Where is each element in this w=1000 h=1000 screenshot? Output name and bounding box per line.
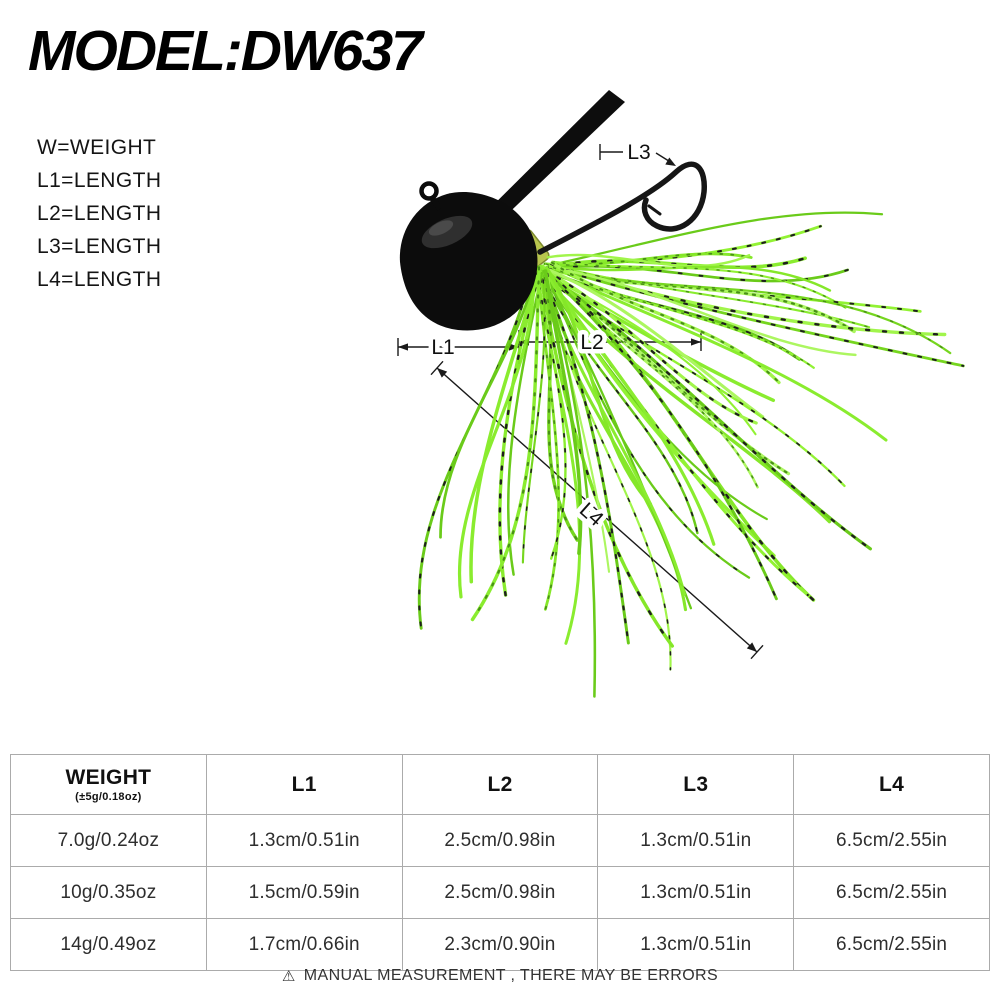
header-weight-tolerance: (±5g/0.18oz) (75, 791, 142, 803)
warning-icon: ⚠ (281, 967, 296, 985)
legend-item-l4: L4=LENGTH (37, 268, 162, 291)
header-l4: L4 (793, 754, 990, 815)
legend-item-weight: W=WEIGHT (37, 136, 157, 159)
spec-table: WEIGHT (±5g/0.18oz) L1 L2 L3 L4 7.0g/0.2… (10, 754, 990, 971)
cell-l4: 6.5cm/2.55in (793, 866, 990, 919)
header-l3: L3 (597, 754, 795, 815)
header-l2: L2 (401, 754, 599, 815)
spec-table-header-row: WEIGHT (±5g/0.18oz) L1 L2 L3 L4 (10, 754, 990, 815)
cell-l2: 2.5cm/0.98in (401, 866, 599, 919)
cell-l3: 1.3cm/0.51in (597, 918, 795, 971)
hook (537, 161, 707, 255)
cell-l3: 1.3cm/0.51in (597, 814, 795, 867)
skirt-strands (417, 211, 965, 698)
cell-l2: 2.5cm/0.98in (401, 814, 599, 867)
table-row: 14g/0.49oz 1.7cm/0.66in 2.3cm/0.90in 1.3… (10, 918, 990, 971)
cell-l1: 1.3cm/0.51in (205, 814, 403, 867)
legend-item-l2: L2=LENGTH (37, 202, 162, 225)
header-weight: WEIGHT (±5g/0.18oz) (10, 754, 207, 815)
disclaimer-text: MANUAL MEASUREMENT , THERE MAY BE ERRORS (303, 967, 719, 984)
legend-item-l3: L3=LENGTH (37, 235, 162, 258)
cell-l3: 1.3cm/0.51in (597, 866, 795, 919)
cell-l4: 6.5cm/2.55in (793, 918, 990, 971)
page-title: MODEL:DW637 (28, 19, 423, 83)
cell-l1: 1.7cm/0.66in (205, 918, 403, 971)
cell-weight: 7.0g/0.24oz (10, 814, 207, 867)
label-l3: L3 (627, 141, 650, 164)
cell-l2: 2.3cm/0.90in (401, 918, 599, 971)
product-diagram: L1 L2 L3 L4 (397, 90, 965, 698)
table-row: 10g/0.35oz 1.5cm/0.59in 2.5cm/0.98in 1.3… (10, 866, 990, 919)
cell-weight: 10g/0.35oz (10, 866, 207, 919)
label-l2: L2 (580, 331, 603, 354)
disclaimer: ⚠ MANUAL MEASUREMENT , THERE MAY BE ERRO… (0, 967, 1000, 985)
jig-head (399, 181, 538, 331)
cell-weight: 14g/0.49oz (10, 918, 207, 971)
dimension-legend: W=WEIGHT L1=LENGTH L2=LENGTH L3=LENGTH L… (37, 131, 161, 296)
line-tie-eyelet (419, 181, 439, 201)
header-l1: L1 (205, 754, 403, 815)
cell-l4: 6.5cm/2.55in (793, 814, 990, 867)
table-row: 7.0g/0.24oz 1.3cm/0.51in 2.5cm/0.98in 1.… (10, 814, 990, 867)
cell-l1: 1.5cm/0.59in (205, 866, 403, 919)
label-l1: L1 (431, 336, 454, 359)
legend-item-l1: L1=LENGTH (37, 169, 162, 192)
